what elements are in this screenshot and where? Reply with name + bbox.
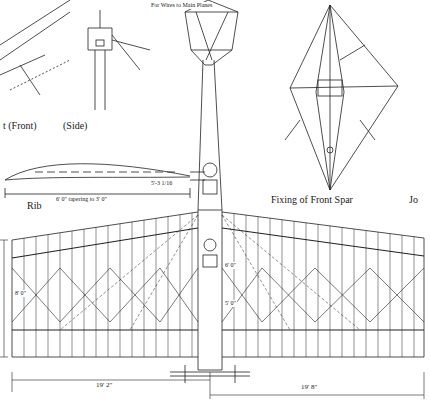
rib-line — [168, 217, 169, 357]
bracing-wire — [110, 268, 160, 322]
rib-line — [414, 237, 415, 357]
wing-right — [222, 212, 424, 357]
fuselage — [198, 60, 222, 370]
dimension-label: Jo — [408, 194, 419, 205]
dimension-label: Rib — [26, 200, 42, 211]
wing-ribs — [12, 213, 424, 357]
tail-plane — [185, 0, 238, 65]
rib-line — [246, 215, 247, 357]
rib-line — [354, 229, 355, 357]
dimension-label: For Wires to Main Planes — [150, 2, 213, 9]
rib-line — [132, 222, 133, 357]
rib-line — [330, 226, 331, 357]
strut-detail — [0, 0, 70, 95]
dimension-lines — [0, 240, 424, 399]
bracing-wire — [60, 268, 110, 322]
rib-line — [234, 214, 235, 357]
dimension-label: 19' 2" — [95, 382, 113, 390]
bracing-wire — [12, 268, 60, 322]
rib — [5, 164, 205, 198]
rib-line — [306, 223, 307, 357]
bracing-wire — [160, 268, 198, 322]
dimension-label: 8' 0" — [14, 290, 27, 297]
dimension-label: 6' 0" — [224, 262, 237, 269]
rib-line — [84, 229, 85, 357]
rib-line — [96, 227, 97, 357]
dimension-label: t (Front) — [2, 120, 38, 131]
rib-line — [192, 213, 193, 357]
dimension-label: 5' 0" — [224, 300, 237, 307]
rib-line — [390, 234, 391, 357]
wire-line — [222, 215, 360, 330]
rib-line — [60, 233, 61, 357]
rib-line — [258, 217, 259, 357]
dimension-label: (Side) — [62, 120, 88, 131]
rib-line — [270, 218, 271, 357]
fitting-detail — [88, 10, 150, 110]
rib-line — [48, 235, 49, 357]
rib-line — [24, 238, 25, 357]
bracing-wire — [262, 268, 315, 322]
rib-line — [378, 232, 379, 357]
dimension-label: 19' 8" — [300, 384, 318, 392]
wire-line — [222, 215, 290, 330]
spar-fixing — [285, 5, 398, 190]
bracing-wire — [370, 268, 424, 322]
rib-line — [402, 235, 403, 357]
dimension-label: Fixing of Front Spar — [270, 194, 354, 205]
rib-line — [72, 231, 73, 357]
wing-left — [12, 212, 198, 357]
dimension-label: 5'-3 1/16 — [150, 180, 173, 187]
rib-line — [156, 218, 157, 357]
rib-line — [36, 236, 37, 357]
dimension-label: 6' 0" tapering to 3' 0" — [55, 196, 108, 203]
wire-line — [130, 215, 198, 330]
wire-line — [60, 215, 198, 330]
rib-line — [366, 231, 367, 357]
rib-line — [180, 215, 181, 357]
rib-line — [342, 227, 343, 357]
rib-line — [120, 224, 121, 357]
rib-line — [318, 224, 319, 357]
bracing-wire — [222, 268, 262, 322]
bracing-wire — [315, 268, 370, 322]
rib-line — [144, 220, 145, 357]
rib-line — [108, 226, 109, 357]
